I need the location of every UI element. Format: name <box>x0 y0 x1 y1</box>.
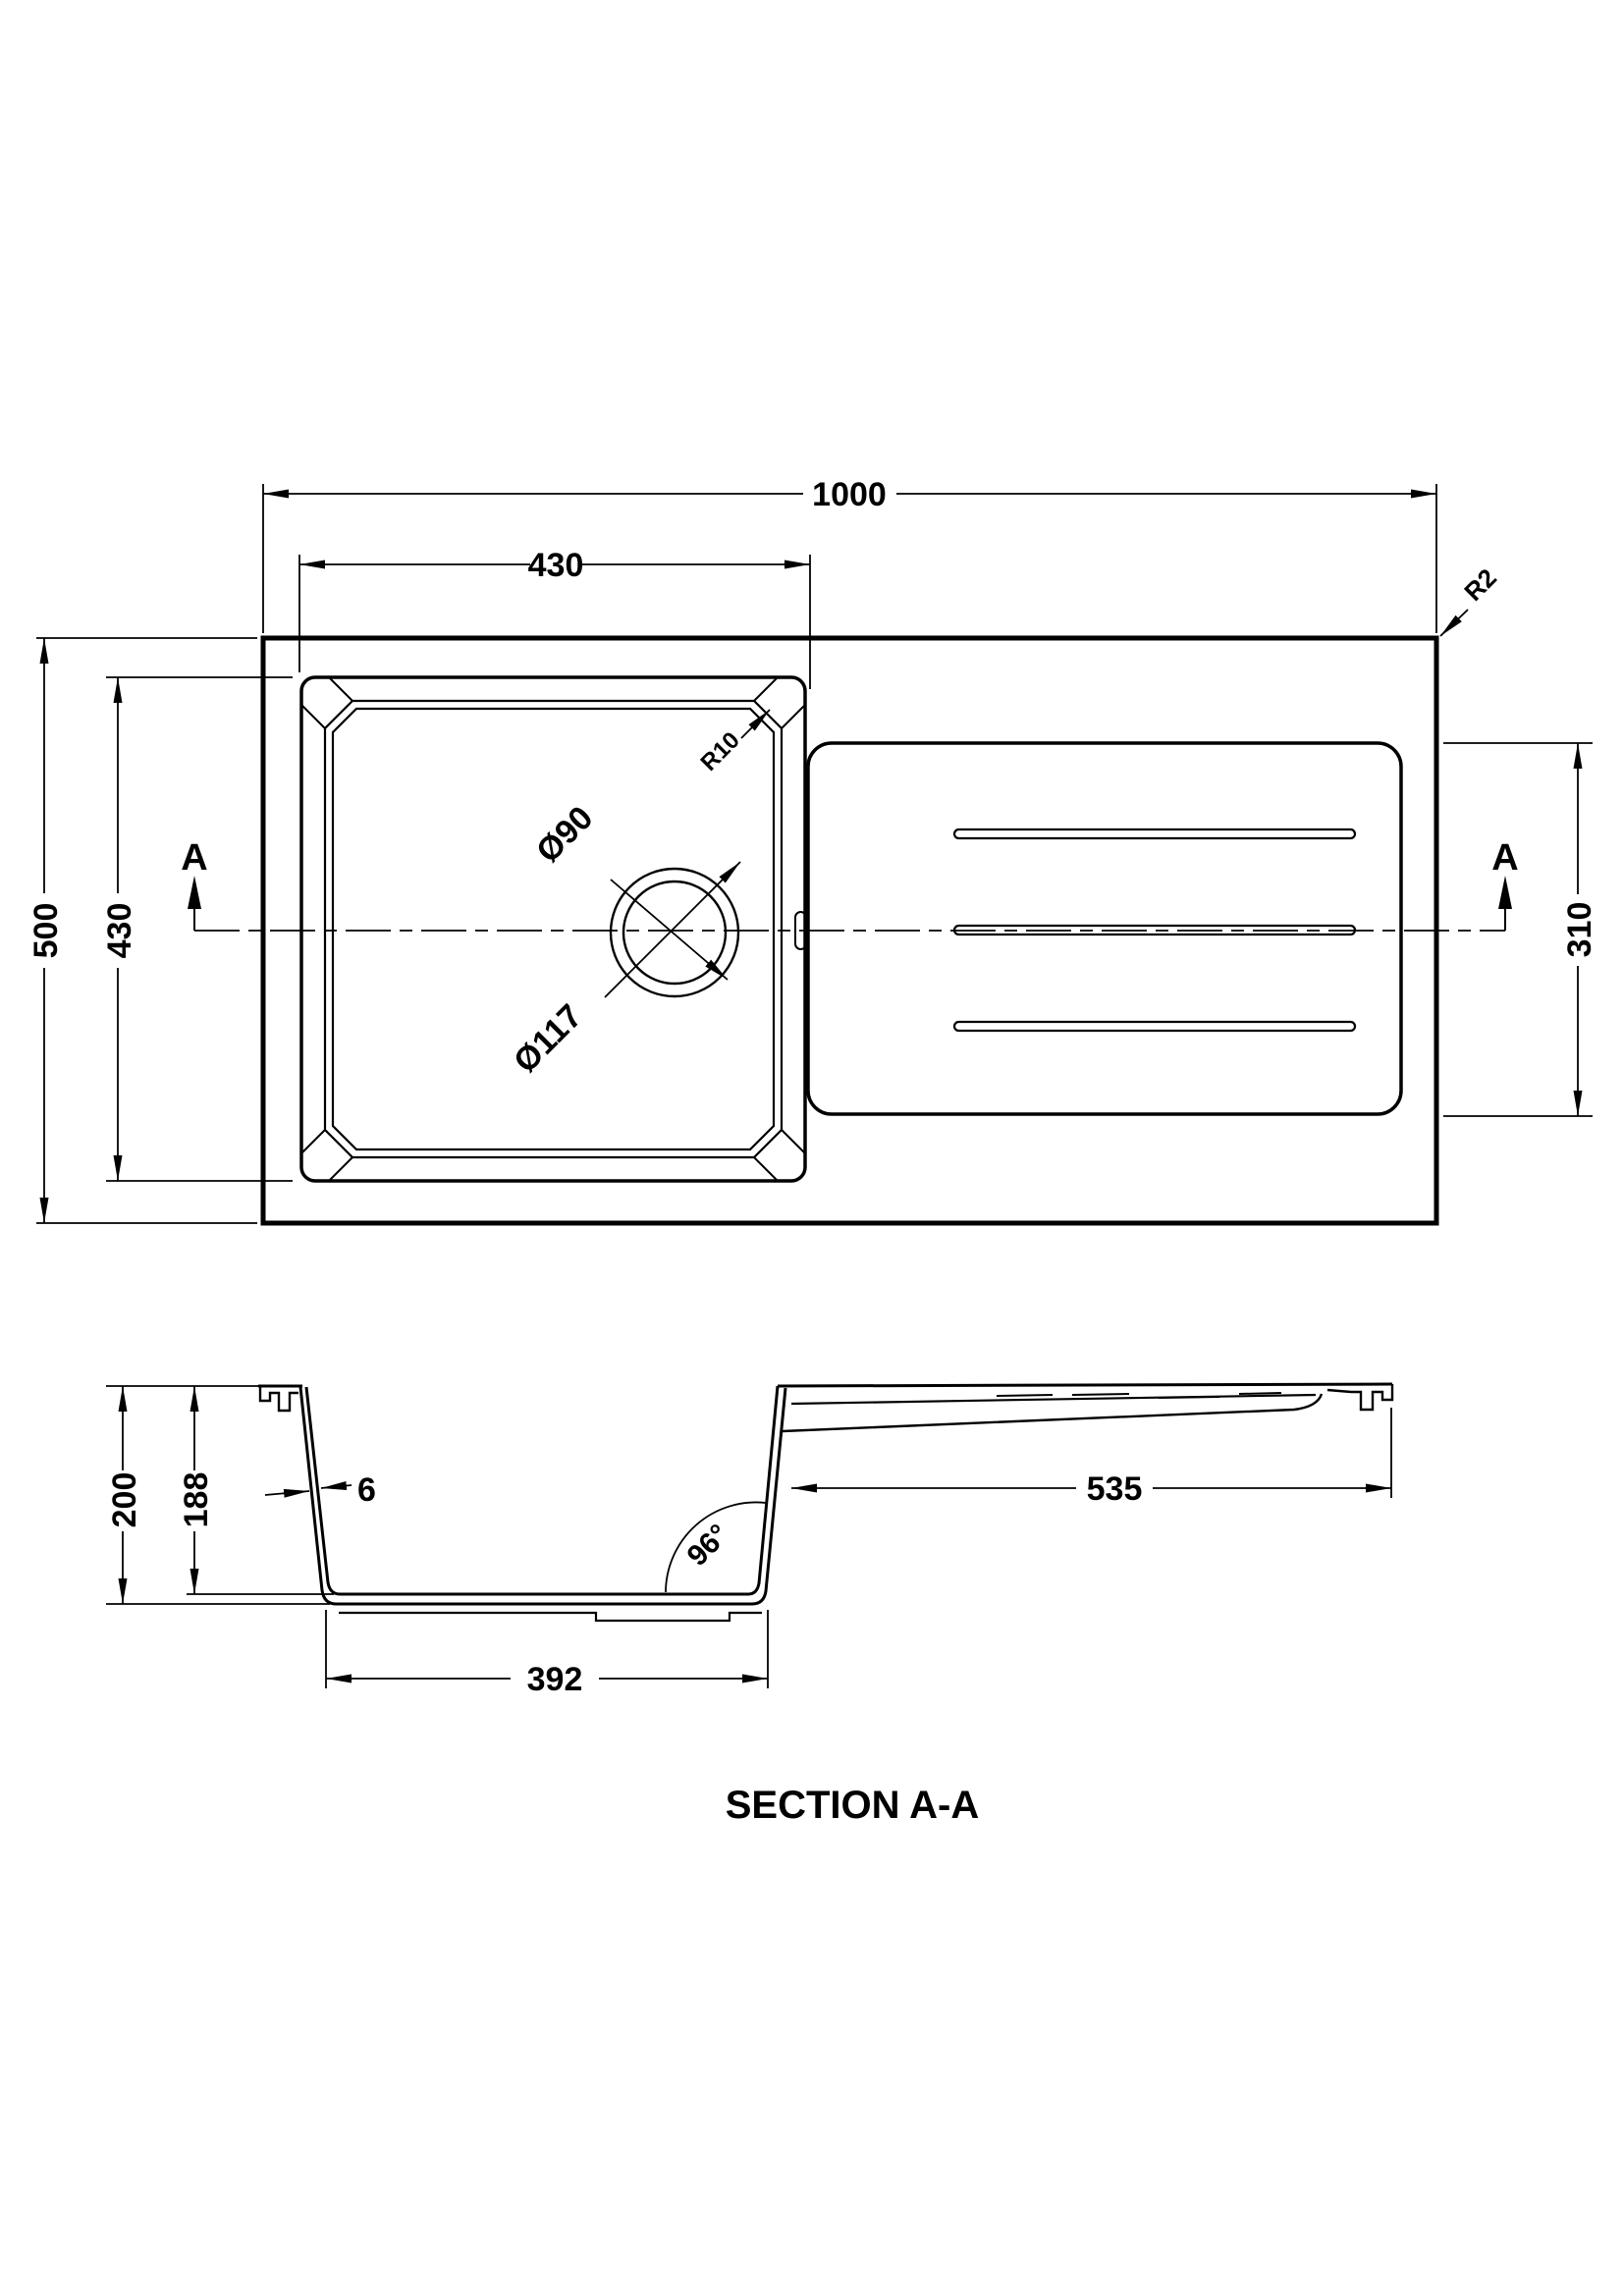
dim-base-width-label: 392 <box>527 1661 583 1698</box>
dim-drainer-depth: 310 <box>1443 742 1598 1117</box>
drainer-groove <box>952 1020 1357 1033</box>
plan-view: Ø90 Ø117 R10 A A <box>27 476 1598 1226</box>
section-title: SECTION A-A <box>726 1784 980 1827</box>
drainer-groove <box>952 828 1357 840</box>
section-arrow-left <box>188 876 201 909</box>
dim-bowl-depth: 430 <box>101 676 293 1182</box>
bowl <box>299 675 807 1183</box>
drain-inner-circle <box>622 880 728 986</box>
dim-overall-depth-label: 500 <box>27 903 65 959</box>
dim-base-width: 392 <box>325 1610 769 1698</box>
bowl-corner-radius-callout: R10 <box>696 709 771 776</box>
bowl-corner-chamfers <box>301 677 805 1181</box>
edge-radius-label: R2 <box>1458 562 1502 607</box>
section-view: 200 188 6 392 535 <box>106 1382 1394 1827</box>
section-marker-left: A <box>181 837 207 879</box>
drain: Ø90 Ø117 <box>507 799 741 1080</box>
dim-inner-depth: 188 <box>178 1386 334 1595</box>
dim-drainer-length-label: 535 <box>1087 1470 1143 1508</box>
drain-inner-dia-leader <box>610 879 729 981</box>
dim-bowl-width-label: 430 <box>528 547 584 584</box>
dim-drainer-depth-label: 310 <box>1561 902 1598 958</box>
drainer-underside <box>782 1393 1324 1433</box>
dim-inner-depth-label: 188 <box>178 1472 215 1528</box>
section-marker-right: A <box>1491 837 1518 879</box>
dim-bowl-depth-label: 430 <box>101 903 138 959</box>
bowl-corner-radius-label: R10 <box>696 727 745 776</box>
dim-bowl-width: 430 <box>298 547 811 689</box>
dim-wall-angle: 96° <box>665 1501 767 1593</box>
drainer-top-surface <box>777 1382 1393 1388</box>
dim-wall-thickness-label: 6 <box>357 1471 376 1509</box>
right-rim-profile <box>1326 1384 1394 1412</box>
drain-outer-dia-leader <box>604 861 741 998</box>
dim-overall-width-label: 1000 <box>812 476 887 513</box>
bowl-inner-face <box>304 1385 780 1596</box>
drainer <box>806 741 1403 1116</box>
dim-overall-depth: 500 <box>27 637 257 1224</box>
section-cut-line: A A <box>181 837 1519 932</box>
bowl-outer-face <box>298 1386 787 1606</box>
drain-inner-dia-label: Ø90 <box>529 799 600 870</box>
drainer-channel-edge <box>790 1393 1317 1406</box>
drain-outer-dia-label: Ø117 <box>507 997 589 1080</box>
dim-drainer-length: 535 <box>791 1408 1392 1508</box>
dim-overall-width: 1000 <box>262 476 1437 633</box>
bowl-inner-edge-inner <box>331 707 776 1151</box>
drainer-groove-edges <box>996 1392 1282 1399</box>
dim-wall-angle-label: 96° <box>681 1519 735 1573</box>
dim-section-depth: 200 <box>106 1385 330 1605</box>
bowl-base-step <box>339 1611 762 1623</box>
drain-outer-circle <box>609 867 740 998</box>
section-arrow-right <box>1498 876 1512 909</box>
dim-section-depth-label: 200 <box>106 1472 143 1528</box>
drainer-outline <box>806 741 1403 1116</box>
left-rim-profile <box>258 1386 298 1413</box>
dim-wall-thickness: 6 <box>264 1471 376 1509</box>
edge-radius-callout: R2 <box>1439 562 1502 637</box>
bowl-corner-radius-leader <box>740 709 771 739</box>
